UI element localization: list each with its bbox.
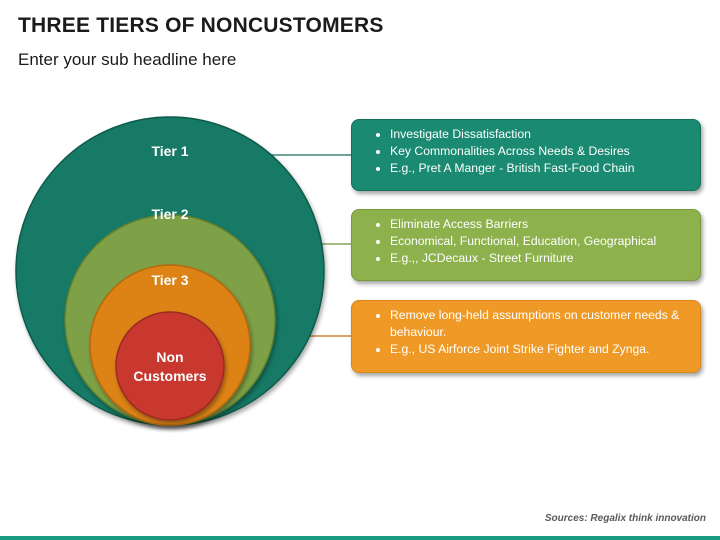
tier-2-bullet: Eliminate Access Barriers	[390, 216, 690, 233]
tier-3-label: Tier 3	[151, 272, 188, 288]
core-label-line1: Non	[156, 349, 183, 365]
tier-1-bullet: E.g., Pret A Manger - British Fast-Food …	[390, 160, 690, 177]
tier-2-bullet: Economical, Functional, Education, Geogr…	[390, 233, 690, 250]
tier-1-bullet-list: Investigate Dissatisfaction Key Commonal…	[372, 126, 690, 177]
tier-1-bullet: Key Commonalities Across Needs & Desires	[390, 143, 690, 160]
page-subtitle: Enter your sub headline here	[18, 50, 237, 69]
tier-1-bullet: Investigate Dissatisfaction	[390, 126, 690, 143]
tier-2-bullet-list: Eliminate Access Barriers Economical, Fu…	[372, 216, 690, 267]
core-circle	[115, 311, 225, 421]
tier-3-info-box: Remove long-held assumptions on customer…	[351, 300, 701, 373]
tier-2-bullet: E.g.,, JCDecaux - Street Furniture	[390, 250, 690, 267]
tier-2-label: Tier 2	[151, 206, 188, 222]
core-label-line2: Customers	[133, 368, 206, 384]
tier-3-bullet: Remove long-held assumptions on customer…	[390, 307, 690, 341]
source-note: Sources: Regalix think innovation	[544, 513, 706, 524]
page-title: THREE TIERS OF NONCUSTOMERS	[18, 14, 384, 37]
tier-3-bullet: E.g., US Airforce Joint Strike Fighter a…	[390, 341, 690, 358]
tier-3-bullet-list: Remove long-held assumptions on customer…	[372, 307, 690, 358]
tier-1-label: Tier 1	[151, 143, 188, 159]
tier-1-info-box: Investigate Dissatisfaction Key Commonal…	[351, 119, 701, 191]
tier-2-info-box: Eliminate Access Barriers Economical, Fu…	[351, 209, 701, 281]
footer-bar	[0, 536, 720, 540]
